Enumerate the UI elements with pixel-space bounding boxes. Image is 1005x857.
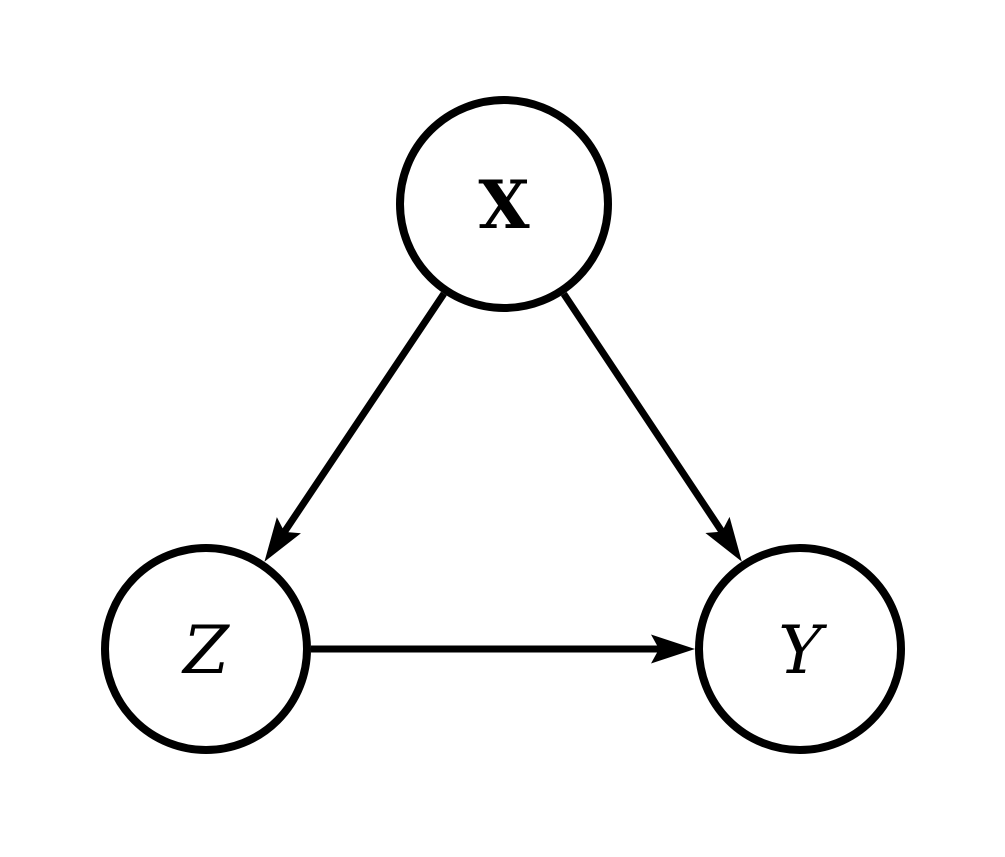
node-y-circle	[695, 544, 905, 754]
node-z-label: Z	[181, 612, 230, 689]
edges-layer	[264, 291, 742, 664]
node-x: X	[396, 96, 612, 312]
edge-x-to-y	[560, 291, 742, 562]
node-y: Y	[695, 544, 905, 754]
node-x-label: X	[478, 166, 530, 244]
nodes-layer: X Z Y	[101, 96, 905, 754]
node-z: Z	[101, 544, 311, 754]
node-z-circle	[101, 544, 311, 754]
node-y-label: Y	[778, 612, 827, 689]
node-x-circle	[396, 96, 612, 312]
edge-x-to-z	[264, 291, 447, 562]
